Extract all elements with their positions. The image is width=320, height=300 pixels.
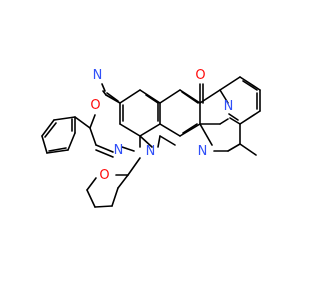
bond-line bbox=[139, 135, 153, 148]
atom-label-nitrogen-cyano: N bbox=[93, 68, 103, 83]
atom-label-nitrogen-ring-3: N bbox=[224, 99, 234, 114]
bond-line bbox=[219, 89, 229, 104]
bond-line bbox=[106, 92, 119, 102]
bond-line bbox=[159, 123, 181, 137]
bond-line bbox=[119, 123, 141, 137]
bond-line bbox=[239, 76, 261, 91]
bond-line bbox=[67, 132, 76, 151]
bond-line bbox=[86, 177, 97, 191]
bond-line bbox=[182, 123, 198, 134]
bond-line bbox=[86, 189, 96, 208]
bond-line bbox=[219, 76, 241, 91]
bond-line bbox=[159, 135, 176, 146]
bond-line bbox=[127, 157, 141, 176]
atom-label-nitrogen-ring-1: N bbox=[146, 144, 156, 159]
bond-line bbox=[228, 113, 239, 121]
bond-line bbox=[46, 149, 69, 154]
bond-line bbox=[157, 135, 161, 148]
bond-line bbox=[239, 110, 261, 125]
bond-lines bbox=[41, 76, 261, 208]
bond-line bbox=[242, 80, 258, 91]
bond-line bbox=[41, 119, 55, 137]
atom-labels: O O O N N N N N bbox=[90, 68, 233, 183]
atom-label-oxygen-ketone: O bbox=[195, 68, 205, 83]
bond-line bbox=[139, 123, 161, 137]
bond-line bbox=[53, 116, 76, 121]
bond-line bbox=[94, 205, 113, 208]
bond-line bbox=[199, 123, 213, 146]
atom-label-oxygen-amide: O bbox=[90, 98, 100, 113]
bond-line bbox=[44, 122, 57, 138]
bond-line bbox=[105, 94, 121, 104]
bond-line bbox=[159, 89, 181, 104]
bond-line bbox=[89, 127, 97, 146]
atom-label-nitrogen-imine: N bbox=[114, 143, 124, 158]
bond-line bbox=[41, 135, 48, 154]
bond-line bbox=[119, 89, 141, 104]
bond-line bbox=[95, 144, 114, 153]
bond-line bbox=[145, 94, 159, 104]
bond-line bbox=[101, 83, 106, 92]
bond-line bbox=[111, 187, 119, 207]
bond-line bbox=[74, 116, 91, 129]
bond-line bbox=[139, 89, 161, 104]
bond-line bbox=[121, 146, 135, 152]
atom-label-oxygen-thf: O bbox=[99, 168, 109, 183]
bond-line bbox=[227, 143, 241, 152]
bond-line bbox=[89, 114, 96, 129]
bond-line bbox=[199, 89, 221, 104]
bond-line bbox=[239, 143, 257, 156]
atom-label-nitrogen-ring-2: N bbox=[198, 144, 208, 159]
bond-line bbox=[229, 117, 241, 125]
bond-line bbox=[102, 90, 107, 96]
bond-line bbox=[219, 118, 229, 125]
molecule-structure-diagram: O O O N N N N N bbox=[41, 68, 261, 208]
bond-line bbox=[95, 149, 114, 158]
bond-line bbox=[181, 91, 199, 104]
bond-line bbox=[117, 174, 129, 189]
bond-line bbox=[48, 147, 67, 152]
bond-line bbox=[179, 123, 201, 137]
